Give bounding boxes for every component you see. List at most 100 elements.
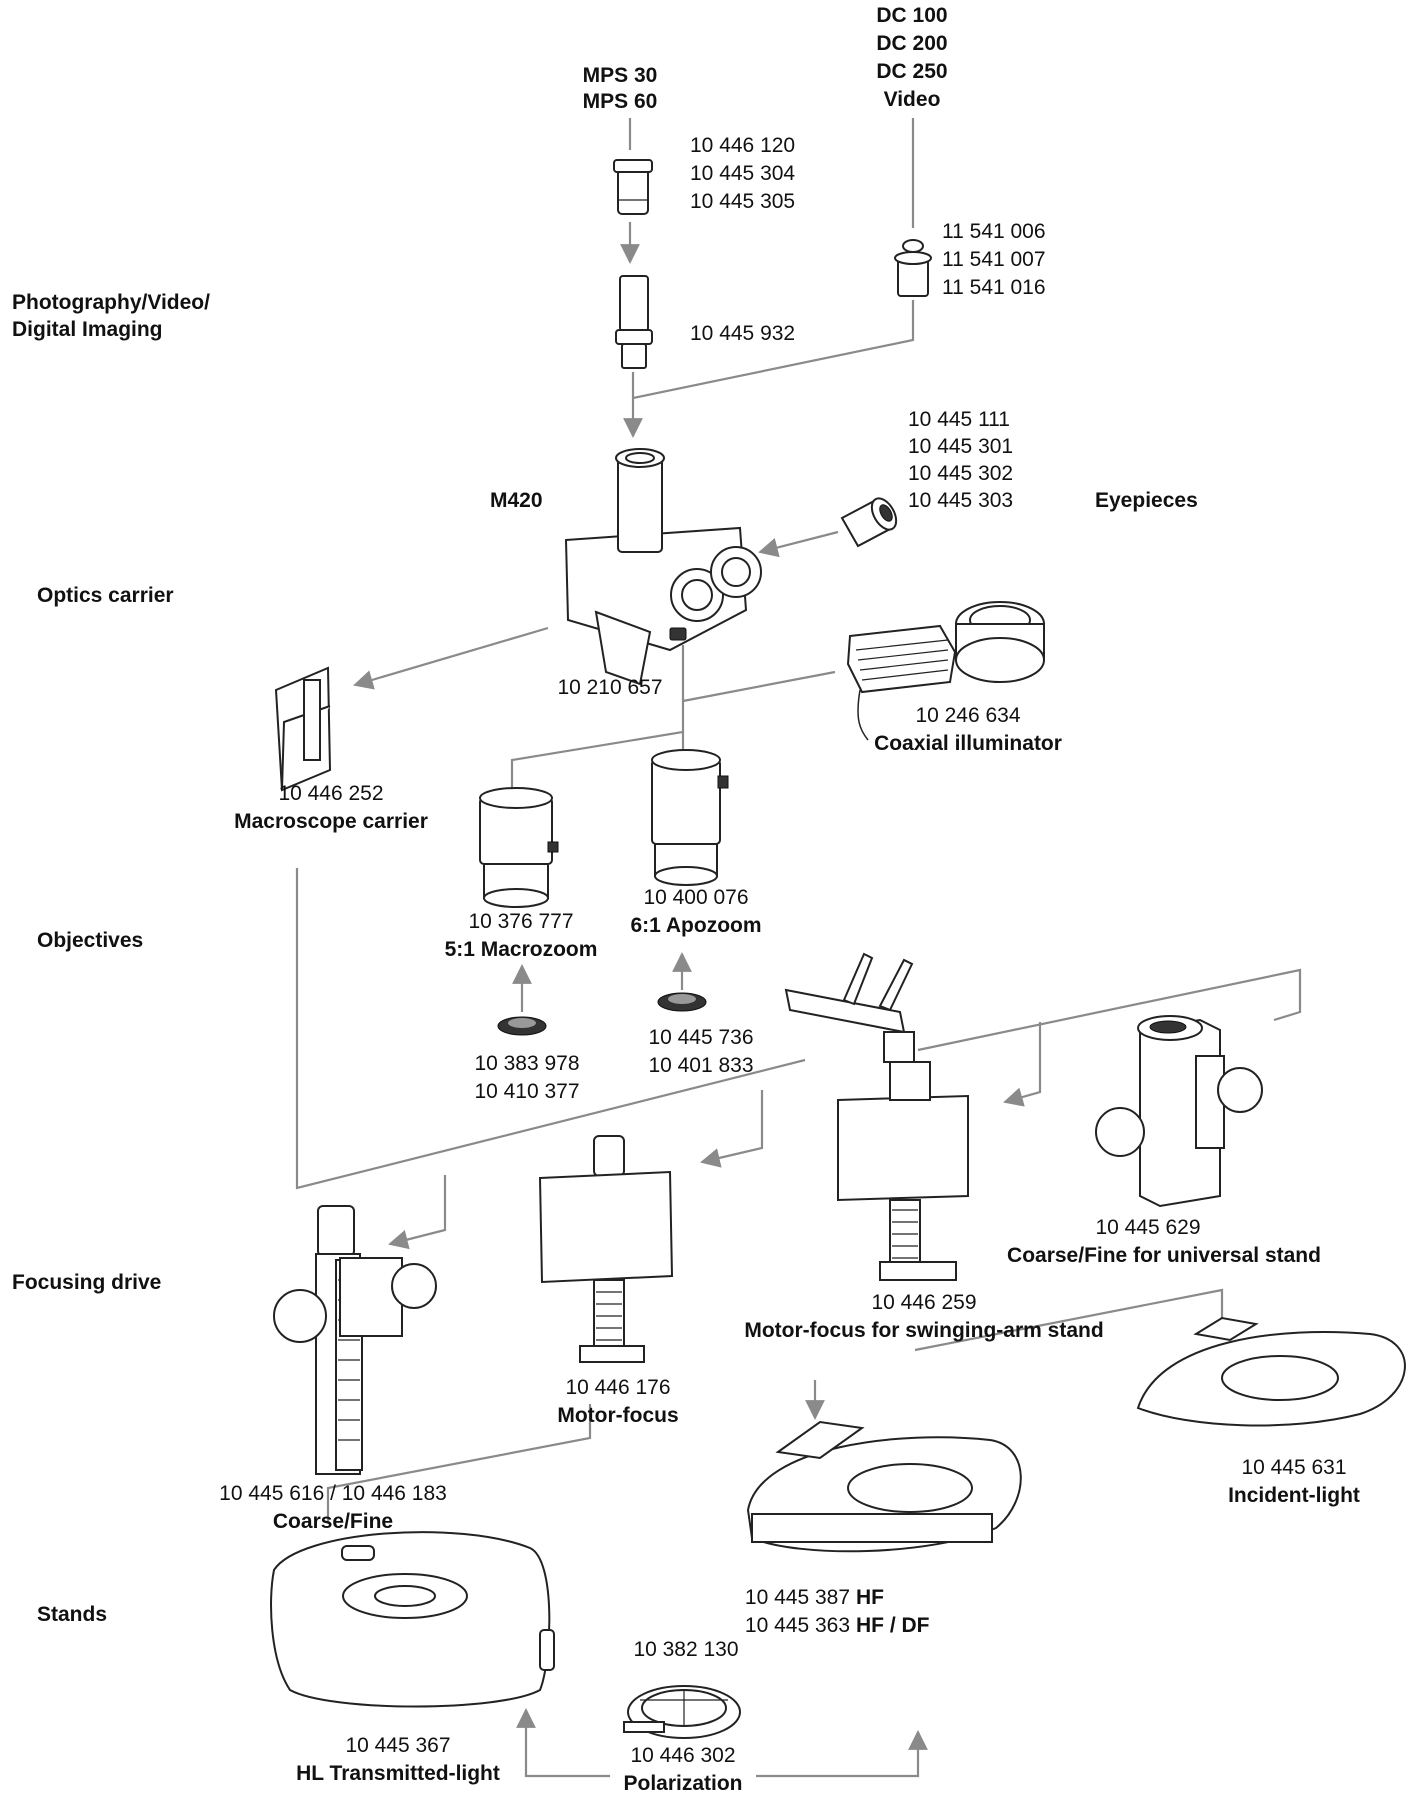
coarse-fine-universal-image xyxy=(1095,1015,1263,1208)
m420-image xyxy=(564,448,762,686)
part-number: 10 383 978 xyxy=(474,1052,579,1075)
hf-part: 10 445 387 xyxy=(745,1586,850,1609)
connector-stands-mid xyxy=(326,1404,592,1522)
macro-carrier-name: Macroscope carrier xyxy=(234,810,428,833)
connector-polar-left xyxy=(516,1708,610,1778)
dc-parts: 11 541 006 11 541 007 11 541 016 xyxy=(942,220,1046,299)
part-number: 10 445 301 xyxy=(908,435,1013,458)
part-number: 10 410 377 xyxy=(474,1080,579,1103)
macrozoom-name: 5:1 Macrozoom xyxy=(445,938,598,961)
macro-carrier-part: 10 446 252 xyxy=(278,782,383,805)
polarization-image xyxy=(623,1685,741,1739)
polarization-name: Polarization xyxy=(623,1772,742,1795)
macrozoom-part: 10 376 777 xyxy=(468,910,573,933)
dc-100-label: DC 100 xyxy=(876,4,947,27)
macroscope-carrier-image xyxy=(274,666,332,792)
mps-30-label: MPS 30 xyxy=(583,64,658,87)
apozoom-image xyxy=(651,749,729,886)
transmitted-light-name: HL Transmitted-light xyxy=(296,1762,500,1785)
transmitted-light-stand-image xyxy=(270,1531,555,1708)
eyepiece-image xyxy=(840,497,898,548)
motor-swinging-part: 10 446 259 xyxy=(871,1291,976,1314)
video-label: Video xyxy=(884,88,941,111)
part-number: 10 445 302 xyxy=(908,462,1013,485)
coarse-fine-image xyxy=(273,1205,437,1475)
connector-stands-top xyxy=(914,1288,1224,1352)
category-optics-carrier: Optics carrier xyxy=(37,584,174,607)
hfdf-part: 10 445 363 xyxy=(745,1614,850,1637)
macrozoom-image xyxy=(479,787,559,908)
dc-adapter-image xyxy=(894,239,932,297)
part-number: 10 446 120 xyxy=(690,134,795,157)
mps-adapter-image xyxy=(613,159,653,215)
apozoom-part: 10 400 076 xyxy=(643,886,748,909)
connector-coarse-fine xyxy=(388,1175,447,1250)
mps-label: MPS 30 MPS 60 xyxy=(583,64,658,113)
part-number: 10 445 111 xyxy=(908,408,1010,431)
transmitted-light-part: 10 445 367 xyxy=(345,1734,450,1757)
motor-swinging-name: Motor-focus for swinging-arm stand xyxy=(744,1319,1103,1342)
part-number: 10 445 305 xyxy=(690,190,795,213)
connector-polar-right xyxy=(756,1730,928,1778)
connector-carrier xyxy=(353,626,549,690)
coaxial-illuminator-image xyxy=(846,601,1045,741)
connector-eyepiece xyxy=(758,530,839,558)
m420-label: M420 xyxy=(490,489,543,512)
connector-dc-down xyxy=(632,300,915,400)
category-stands: Stands xyxy=(37,1603,107,1626)
part-number: 10 445 304 xyxy=(690,162,795,185)
connector-carrier-down xyxy=(295,868,806,1190)
coarse-fine-name: Coarse/Fine xyxy=(273,1510,393,1533)
part-number: 11 541 016 xyxy=(942,276,1046,299)
category-photography: Photography/Video/ xyxy=(12,291,210,314)
incident-light-part: 10 445 631 xyxy=(1241,1456,1346,1479)
connectors xyxy=(295,118,1302,1778)
connector-swing-main xyxy=(917,968,1302,1052)
part-number: 10 401 833 xyxy=(648,1054,753,1077)
hf-df-stand-image xyxy=(746,1420,1022,1553)
coaxial-name: Coaxial illuminator xyxy=(874,732,1062,755)
polarization-part: 10 446 302 xyxy=(630,1744,735,1767)
part-number: 11 541 006 xyxy=(942,220,1046,243)
apozoom-name: 6:1 Apozoom xyxy=(630,914,761,937)
category-digital-imaging: Digital Imaging xyxy=(12,318,163,341)
coarse-fine-universal-part: 10 445 629 xyxy=(1095,1216,1200,1239)
dc-200-label: DC 200 xyxy=(876,32,947,55)
incident-light-stand-image xyxy=(1136,1316,1406,1427)
motor-focus-image xyxy=(538,1135,674,1363)
m420-part: 10 210 657 xyxy=(557,676,662,699)
eyepiece-parts: 10 445 111 10 445 301 10 445 302 10 445 … xyxy=(908,408,1013,512)
part-number: 10 445 303 xyxy=(908,489,1013,512)
eyepieces-label: Eyepieces xyxy=(1095,489,1198,512)
coaxial-part: 10 246 634 xyxy=(915,704,1020,727)
motor-focus-part: 10 446 176 xyxy=(565,1376,670,1399)
dc-label: DC 100 DC 200 DC 250 Video xyxy=(876,4,947,111)
photo-tube-image xyxy=(615,275,653,369)
macro-access-parts: 10 383 978 10 410 377 xyxy=(474,1052,579,1103)
category-focusing-drive: Focusing drive xyxy=(12,1271,161,1294)
hfdf-bold: HF / DF xyxy=(856,1614,930,1637)
category-labels: Photography/Video/ Digital Imaging Optic… xyxy=(12,291,210,1626)
hf-line-2: 10 445 363 HF / DF xyxy=(745,1614,930,1637)
part-number: 10 445 736 xyxy=(648,1026,753,1049)
part-number: 11 541 007 xyxy=(942,248,1046,271)
coarse-fine-part: 10 445 616 / 10 446 183 xyxy=(219,1482,447,1505)
polarization-top-part: 10 382 130 xyxy=(633,1638,738,1661)
incident-light-name: Incident-light xyxy=(1228,1484,1360,1507)
photo-tube-part: 10 445 932 xyxy=(690,322,795,345)
connector-swing-mid xyxy=(1003,1022,1042,1107)
category-objectives: Objectives xyxy=(37,929,143,952)
coarse-fine-universal-name: Coarse/Fine for universal stand xyxy=(1007,1244,1321,1267)
connector-coaxial xyxy=(682,670,836,703)
hf-line-1: 10 445 387 HF xyxy=(745,1586,884,1609)
mps-parts: 10 446 120 10 445 304 10 445 305 xyxy=(690,134,795,213)
mps-60-label: MPS 60 xyxy=(583,90,658,113)
connector-motor xyxy=(700,1090,764,1168)
apo-access-parts: 10 445 736 10 401 833 xyxy=(648,1026,753,1077)
macro-accessory-image xyxy=(497,1016,547,1036)
apo-accessory-image xyxy=(657,992,707,1012)
motor-focus-name: Motor-focus xyxy=(557,1404,678,1427)
hf-bold: HF xyxy=(856,1586,884,1609)
dc-250-label: DC 250 xyxy=(876,60,947,83)
